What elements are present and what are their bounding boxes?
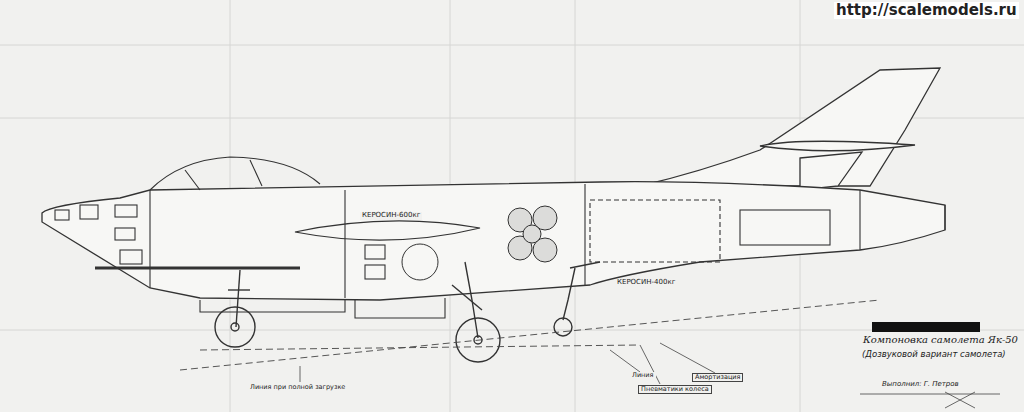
- subtitle-note: (Дозвуковой вариант самолета): [860, 350, 1008, 359]
- line-note: Амортизация: [692, 373, 743, 382]
- line-note: Линия при полной загрузке: [248, 384, 347, 391]
- signature-note: Выполнил: Г. Петров: [880, 381, 961, 389]
- watermark: http://scalemodels.ru: [834, 2, 1019, 19]
- line-note: Линия: [630, 372, 656, 379]
- fuel-label: КЕРОСИН-600кг: [360, 212, 422, 220]
- fuel-label: КЕРОСИН-400кг: [615, 279, 677, 287]
- title-block-heading: Компоновка самолета Як-50: [861, 334, 1020, 345]
- redacted-bar: [872, 322, 980, 332]
- line-note: Пневматики колеса: [638, 385, 712, 394]
